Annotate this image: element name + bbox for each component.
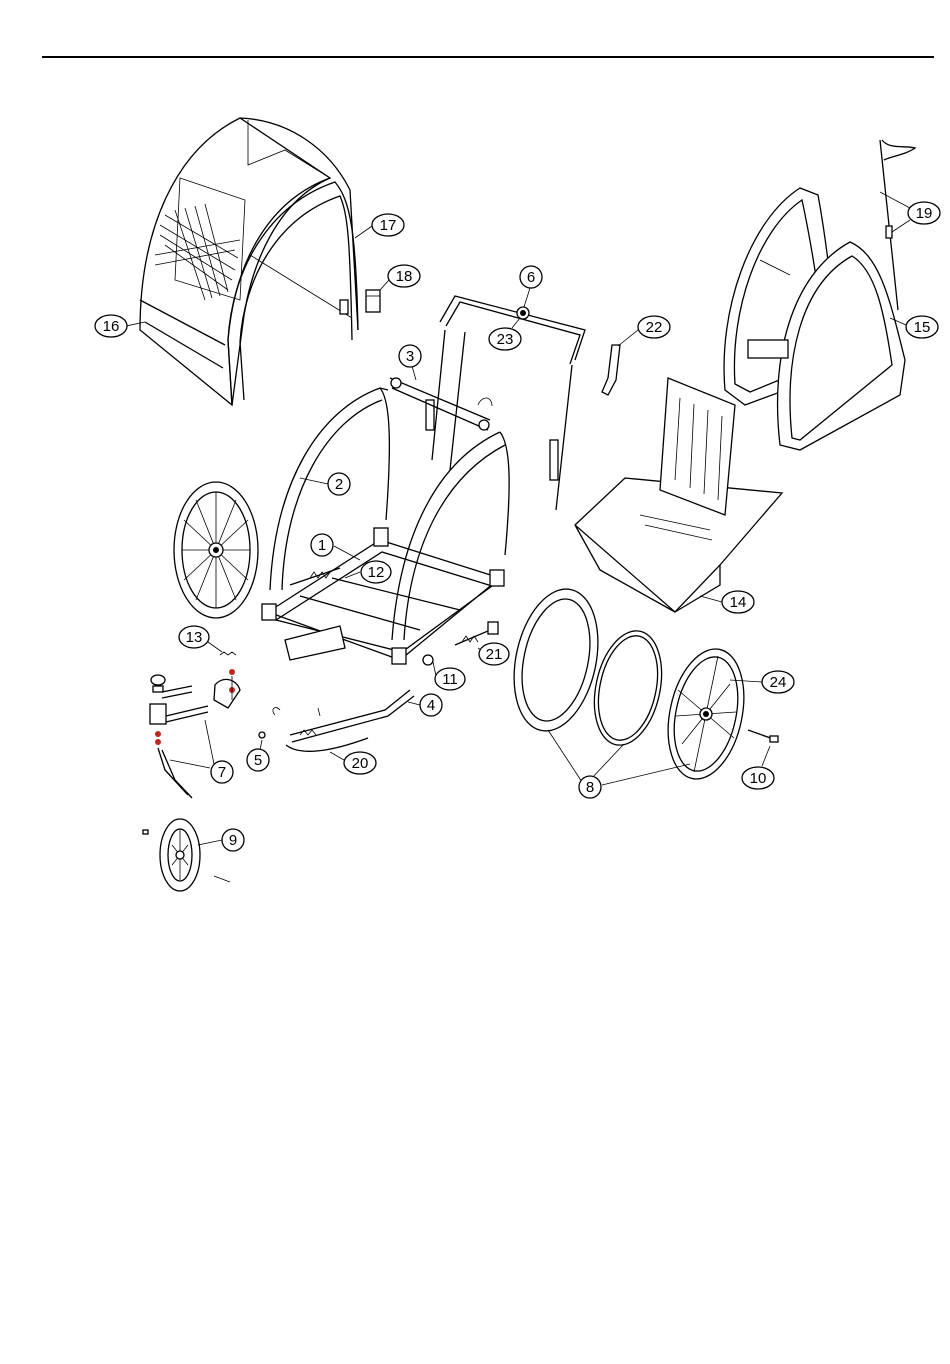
callout-label: 24 (770, 674, 787, 691)
callout-21: 21 (478, 643, 509, 665)
callout-20: 20 (330, 752, 376, 774)
side-panels (724, 188, 905, 450)
callout-label: 1 (318, 537, 326, 554)
small-nut (423, 655, 433, 665)
base-frame (262, 528, 504, 664)
callout-label: 23 (497, 331, 514, 348)
callout-label: 21 (486, 646, 503, 663)
callout-label: 6 (527, 269, 535, 286)
callout-label: 11 (442, 671, 458, 688)
callout-17: 17 (355, 214, 404, 238)
clip-part (366, 290, 380, 312)
callout-23: 23 (489, 318, 521, 350)
callout-label: 3 (406, 348, 414, 365)
release-pin (748, 730, 778, 742)
callout-label: 19 (916, 205, 933, 222)
callout-label: 8 (586, 779, 594, 796)
callout-label: 18 (396, 268, 413, 285)
callout-label: 9 (229, 832, 237, 849)
callout-14: 14 (700, 591, 754, 613)
tire-set (502, 581, 755, 786)
callout-10: 10 (742, 746, 774, 789)
flag-pole (880, 140, 915, 310)
callout-16: 16 (95, 315, 145, 337)
callout-label: 17 (380, 217, 397, 234)
seat-tub (575, 378, 782, 612)
callout-label: 22 (646, 319, 663, 336)
callout-label: 4 (427, 697, 435, 714)
left-wheel (174, 482, 258, 618)
callout-label: 16 (103, 318, 120, 335)
callout-11: 11 (433, 662, 465, 690)
tow-arm (259, 690, 414, 751)
callout-label: 14 (730, 594, 747, 611)
callout-label: 5 (254, 752, 262, 769)
callout-label: 10 (750, 770, 767, 787)
callout-9: 9 (198, 829, 244, 851)
callout-6: 6 (520, 266, 542, 307)
callout-13: 13 (179, 626, 222, 652)
axle-bolt (455, 622, 498, 645)
front-wheel (143, 819, 230, 891)
callout-label: 13 (186, 629, 203, 646)
cross-bar (390, 378, 492, 430)
callout-18: 18 (380, 265, 420, 290)
bracket-part (602, 345, 620, 395)
callout-label: 20 (352, 755, 369, 772)
callout-7: 7 (170, 720, 233, 783)
canopy-cover (140, 118, 358, 405)
callout-5: 5 (247, 740, 269, 771)
callout-1: 1 (311, 534, 360, 560)
callout-label: 2 (335, 476, 343, 493)
callout-label: 12 (368, 564, 385, 581)
callout-22: 22 (618, 316, 670, 346)
callout-3: 3 (399, 345, 421, 380)
callout-label: 7 (218, 764, 226, 781)
roll-bars (270, 388, 509, 640)
callout-label: 15 (914, 319, 931, 336)
